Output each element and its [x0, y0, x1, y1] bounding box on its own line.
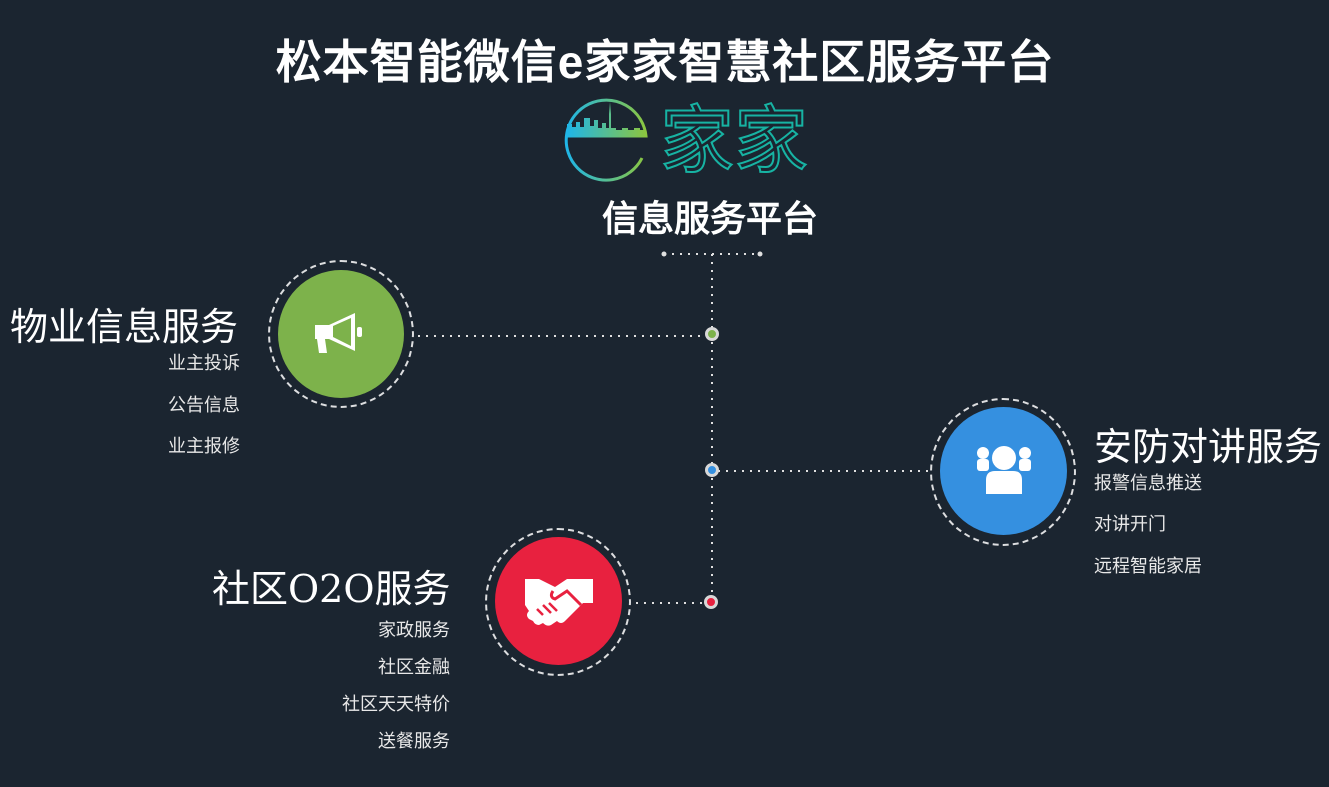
o2o-service-title: 社区O2O服务	[212, 567, 451, 611]
megaphone-icon	[315, 313, 362, 353]
security-item[interactable]: 对讲开门	[1094, 514, 1166, 535]
property-service-ring	[268, 260, 414, 408]
timeline-node-security	[705, 463, 719, 477]
handshake-icon	[524, 579, 593, 626]
platform-subtitle: 信息服务平台	[601, 198, 818, 239]
timeline-node-property	[705, 327, 719, 341]
o2o-item[interactable]: 家政服务	[378, 620, 450, 641]
property-service-badge[interactable]	[278, 270, 404, 398]
users-icon	[976, 446, 1031, 494]
svg-text:家家: 家家	[660, 98, 808, 184]
security-service-title: 安防对讲服务	[1094, 425, 1323, 469]
security-item[interactable]: 远程智能家居	[1094, 556, 1202, 577]
o2o-item[interactable]: 社区金融	[378, 657, 450, 678]
property-item[interactable]: 业主报修	[168, 436, 240, 457]
o2o-service-ring	[485, 528, 631, 676]
security-item[interactable]: 报警信息推送	[1094, 473, 1202, 494]
page-title: 松本智能微信e家家智慧社区服务平台	[275, 36, 1055, 88]
o2o-item[interactable]: 送餐服务	[378, 731, 450, 752]
o2o-item[interactable]: 社区天天特价	[342, 694, 450, 715]
security-service-badge[interactable]	[940, 407, 1067, 535]
timeline-node-o2o	[704, 595, 718, 609]
property-item[interactable]: 业主投诉	[168, 353, 240, 374]
o2o-service-badge[interactable]	[495, 537, 622, 665]
logo-e-skyline-icon: 家家	[564, 97, 809, 185]
security-service-ring	[930, 398, 1076, 546]
property-item[interactable]: 公告信息	[168, 395, 240, 416]
ejiajia-logo: 家家	[562, 94, 852, 185]
property-service-title: 物业信息服务	[10, 305, 239, 349]
